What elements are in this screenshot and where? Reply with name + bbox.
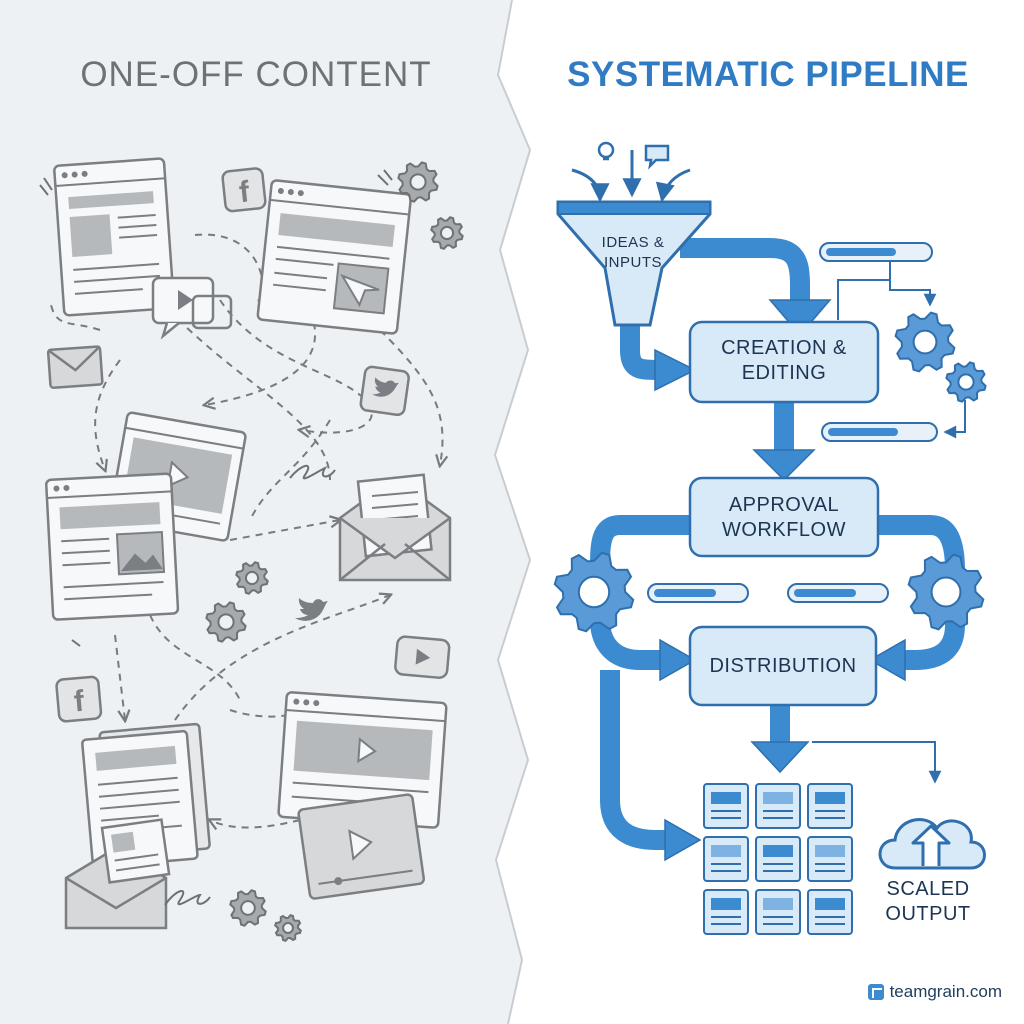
distribution-label: DISTRIBUTION (709, 655, 857, 677)
gear-icon (205, 601, 247, 643)
flow-arrowheads (654, 299, 906, 862)
chat-bubble-icon (151, 276, 233, 340)
creation-box (688, 320, 880, 404)
funnel-icon (556, 200, 712, 327)
document-icon-1 (45, 472, 180, 621)
gear-icon (894, 311, 956, 373)
scribble-icon (39, 169, 393, 906)
youtube-icon (394, 635, 451, 679)
gear-icon (430, 216, 464, 250)
twitter-icon-1 (359, 365, 410, 417)
browser-window-icon-2 (256, 179, 412, 335)
browser-window-icon-1 (53, 157, 176, 317)
gear-icon (553, 551, 635, 633)
output-tile-icon (703, 836, 749, 882)
scaled-output-label: SCALED OUTPUT (885, 878, 971, 925)
brand-text: teamgrain.com (889, 982, 1002, 1001)
envelope-icon-3 (64, 818, 171, 930)
cloud-upload-icon (878, 818, 986, 870)
twitter-icon-2 (295, 598, 328, 621)
input-arrows (571, 150, 691, 203)
output-tile-icon (807, 889, 853, 935)
teamgrain-logo-icon (867, 984, 884, 1000)
output-tile-icon (755, 889, 801, 935)
right-panel-title: SYSTEMATIC PIPELINE (567, 55, 969, 94)
svg-text:f: f (73, 685, 87, 719)
output-tile-icon (807, 836, 853, 882)
output-tile-icon (807, 783, 853, 829)
gear-icon (945, 361, 987, 403)
output-tiles (703, 783, 853, 935)
output-tile-icon (755, 783, 801, 829)
chaotic-arrows (49, 233, 443, 828)
facebook-icon-1: f (221, 167, 267, 213)
approval-workflow-label: APPROVAL WORKFLOW (722, 494, 846, 541)
gear-icon (229, 889, 267, 927)
gear-icon (235, 561, 269, 595)
gear-icon-left (205, 161, 464, 942)
output-tile-icon (703, 889, 749, 935)
gear-icon (274, 914, 302, 942)
video-player-icon-3 (297, 793, 426, 900)
output-tile-icon (703, 783, 749, 829)
facebook-icon-2: f (55, 675, 103, 723)
ideas-inputs-label: IDEAS & INPUTS (601, 234, 665, 271)
distribution-box (688, 625, 878, 707)
approval-box (688, 476, 880, 558)
left-panel-title: ONE-OFF CONTENT (80, 55, 432, 94)
progress-bar-icon (647, 242, 938, 603)
gear-icon-right (553, 311, 987, 633)
envelope-icon-1 (46, 345, 104, 389)
gear-icon (907, 553, 985, 631)
divider-line (493, 0, 532, 1024)
gear-icon (397, 161, 439, 203)
envelope-icon-2 (338, 473, 452, 582)
output-tile-icon (755, 836, 801, 882)
chat-bubble-icon-right (644, 144, 670, 170)
svg-text:f: f (238, 175, 252, 209)
process-boxes (688, 320, 880, 707)
connector-lines (812, 262, 966, 784)
brand-footer[interactable]: teamgrain.com (867, 982, 1002, 1002)
lightbulb-icon (597, 141, 615, 161)
creation-editing-label: CREATION & EDITING (721, 337, 847, 384)
